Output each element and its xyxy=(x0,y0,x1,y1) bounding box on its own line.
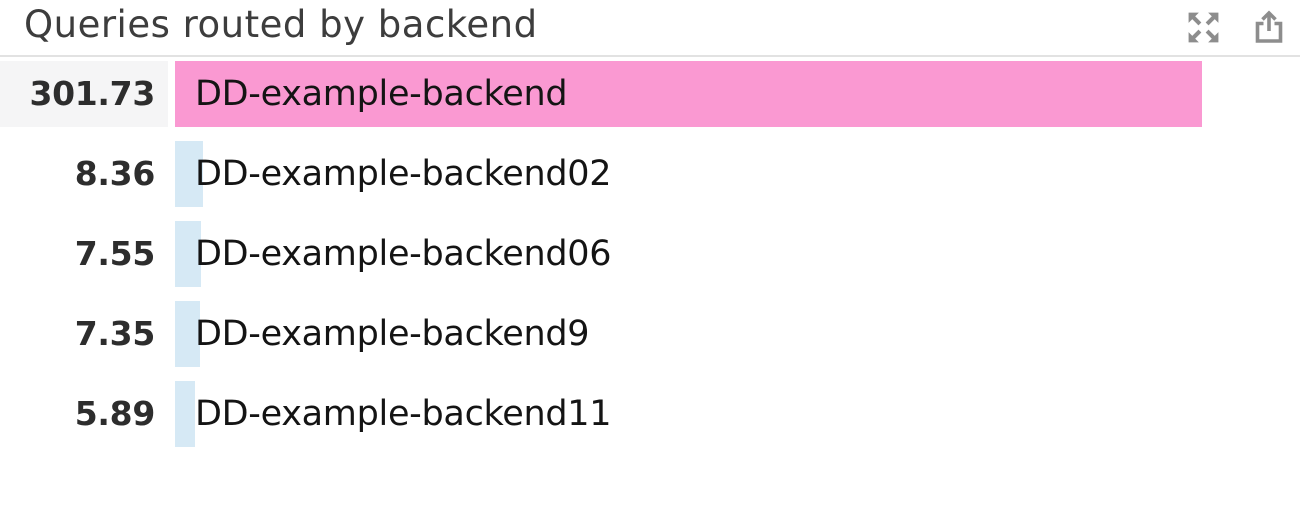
bar-line: 301.73 DD-example-backend xyxy=(0,61,1300,127)
bar-line: 7.55 DD-example-backend06 xyxy=(0,221,1300,287)
bar-area: DD-example-backend02 xyxy=(175,141,1202,207)
toplist-rows: 301.73 DD-example-backend 8.36 DD-exampl… xyxy=(0,57,1300,457)
row-bar xyxy=(175,221,201,287)
bar-line: 5.89 DD-example-backend11 xyxy=(0,381,1300,447)
row-label: DD-example-backend06 xyxy=(195,234,612,274)
row-label: DD-example-backend xyxy=(195,74,568,114)
export-button[interactable] xyxy=(1250,9,1288,47)
row-value: 5.89 xyxy=(74,394,156,433)
row-value: 7.35 xyxy=(74,314,156,353)
header-actions xyxy=(1184,9,1288,47)
toplist-row[interactable]: 5.89 DD-example-backend11 xyxy=(0,377,1300,457)
toplist-row[interactable]: 7.55 DD-example-backend06 xyxy=(0,217,1300,297)
bar-area: DD-example-backend9 xyxy=(175,301,1202,367)
row-value: 7.55 xyxy=(74,234,156,273)
bar-area: DD-example-backend11 xyxy=(175,381,1202,447)
expand-icon xyxy=(1185,9,1222,46)
row-label: DD-example-backend9 xyxy=(195,314,590,354)
bar-area: DD-example-backend xyxy=(175,61,1202,127)
toplist-row[interactable]: 301.73 DD-example-backend xyxy=(0,57,1300,137)
bar-area: DD-example-backend06 xyxy=(175,221,1202,287)
row-bar xyxy=(175,61,1202,127)
row-bar xyxy=(175,381,196,447)
row-label: DD-example-backend02 xyxy=(195,154,612,194)
toplist-row[interactable]: 8.36 DD-example-backend02 xyxy=(0,137,1300,217)
widget-header: Queries routed by backend xyxy=(0,0,1300,57)
row-label: DD-example-backend11 xyxy=(195,394,612,434)
widget-title: Queries routed by backend xyxy=(24,3,538,46)
toplist-row[interactable]: 7.35 DD-example-backend9 xyxy=(0,297,1300,377)
row-bar xyxy=(175,141,204,207)
row-value: 8.36 xyxy=(74,154,156,193)
row-bar xyxy=(175,301,201,367)
bar-line: 7.35 DD-example-backend9 xyxy=(0,301,1300,367)
expand-button[interactable] xyxy=(1184,9,1222,47)
row-value: 301.73 xyxy=(0,61,168,127)
bar-line: 8.36 DD-example-backend02 xyxy=(0,141,1300,207)
export-icon xyxy=(1252,9,1286,46)
